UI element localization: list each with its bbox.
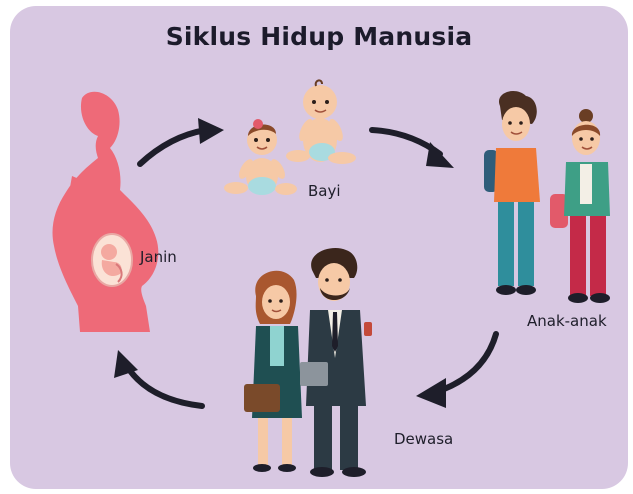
boy-student-figure	[484, 91, 540, 295]
girl-student-figure	[550, 109, 610, 303]
stage-label-dewasa: Dewasa	[394, 430, 453, 448]
stage-label-janin: Janin	[140, 248, 177, 266]
baby-girl-figure	[224, 119, 297, 195]
arrow-dewasa-to-janin	[114, 350, 202, 406]
arrow-anak-to-dewasa	[416, 334, 496, 408]
adult-woman-figure	[244, 271, 302, 472]
pregnant-woman-silhouette	[53, 92, 159, 332]
baby-boy-figure	[286, 80, 356, 164]
arrow-janin-to-bayi	[140, 118, 224, 164]
diagram-card: Siklus Hidup Manusia	[10, 6, 628, 489]
stage-label-bayi: Bayi	[308, 182, 341, 200]
adult-man-figure	[300, 248, 372, 477]
arrow-bayi-to-anak	[372, 130, 454, 168]
cycle-illustration	[10, 6, 628, 489]
stage-label-anak-anak: Anak-anak	[527, 312, 607, 330]
fetus-icon	[92, 234, 132, 286]
